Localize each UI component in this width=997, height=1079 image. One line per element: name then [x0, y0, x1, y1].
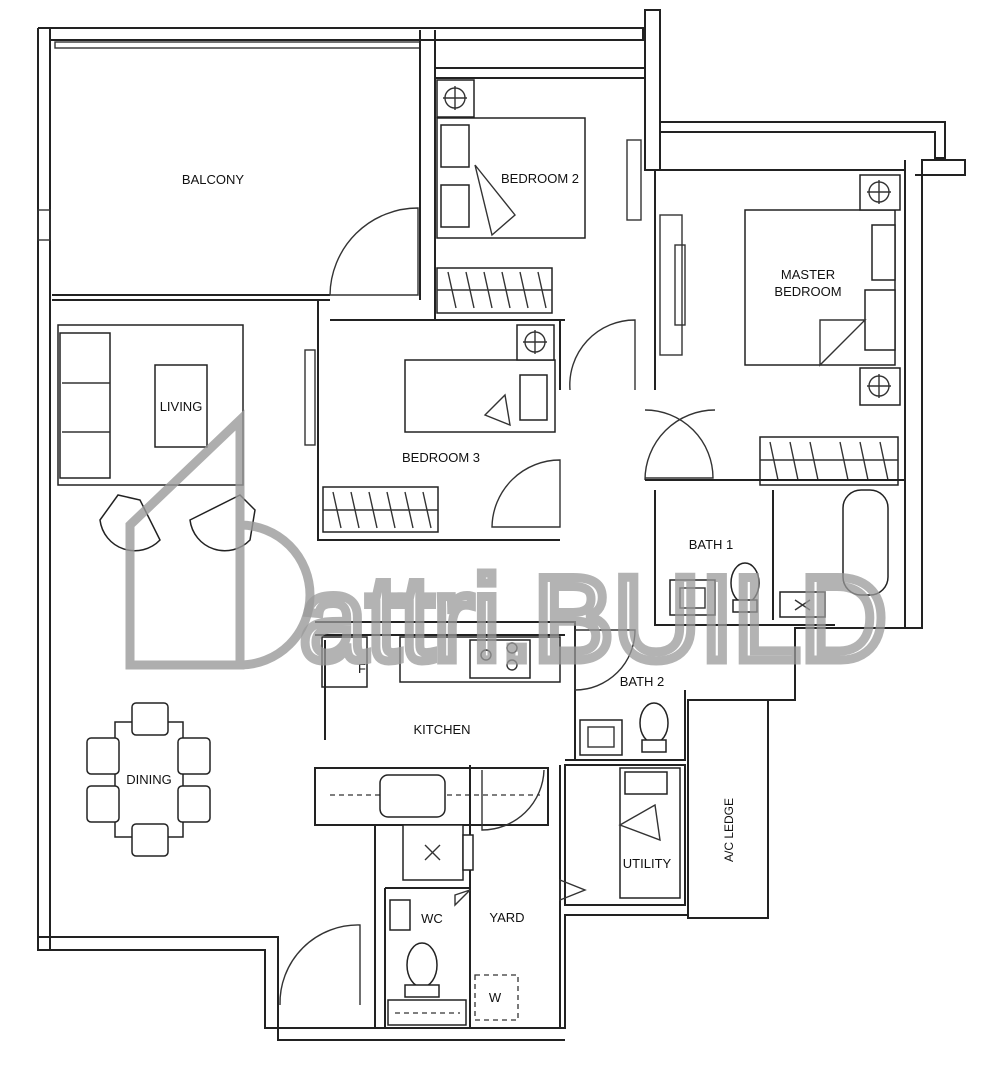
- label-bedroom-3: BEDROOM 3: [402, 450, 480, 465]
- bath-1: [645, 479, 906, 628]
- wc-toilet: [406, 942, 438, 988]
- watermark-text: attri.BUILD: [300, 552, 887, 686]
- label-master-line1: MASTER: [781, 267, 835, 282]
- utility-room: [564, 764, 686, 906]
- label-master-line2: BEDROOM: [774, 284, 841, 299]
- ac-ledge: [687, 699, 769, 919]
- kitchen-sink: [379, 774, 446, 818]
- balcony-area: [37, 30, 436, 320]
- fridge: [321, 636, 368, 688]
- label-kitchen: KITCHEN: [413, 722, 470, 737]
- label-washer: W: [489, 990, 502, 1005]
- label-utility: UTILITY: [623, 856, 672, 871]
- bedroom-2: [435, 67, 645, 321]
- bathtub: [842, 489, 889, 596]
- hob: [469, 639, 531, 679]
- label-bath-2: BATH 2: [620, 674, 665, 689]
- wardrobe-master: [759, 436, 899, 486]
- living-area: [57, 300, 560, 552]
- bath-2: [565, 629, 686, 761]
- bedroom-3: [322, 319, 636, 533]
- washer: [474, 974, 519, 1021]
- kitchen: [314, 621, 576, 826]
- label-dining: DINING: [126, 772, 172, 787]
- coffee-table: [154, 364, 208, 448]
- dattri-build-logo: [125, 409, 315, 670]
- master-bedroom: [644, 169, 905, 486]
- label-bath-1: BATH 1: [689, 537, 734, 552]
- label-ac-ledge: A/C LEDGE: [722, 798, 736, 862]
- label-yard: YARD: [489, 910, 524, 925]
- label-bedroom-2: BEDROOM 2: [501, 171, 579, 186]
- label-fridge: F: [358, 661, 366, 676]
- dining-area: [86, 702, 211, 857]
- label-wc: WC: [421, 911, 443, 926]
- label-living: LIVING: [160, 399, 203, 414]
- label-balcony: BALCONY: [182, 172, 244, 187]
- yard-wc: [279, 765, 587, 1028]
